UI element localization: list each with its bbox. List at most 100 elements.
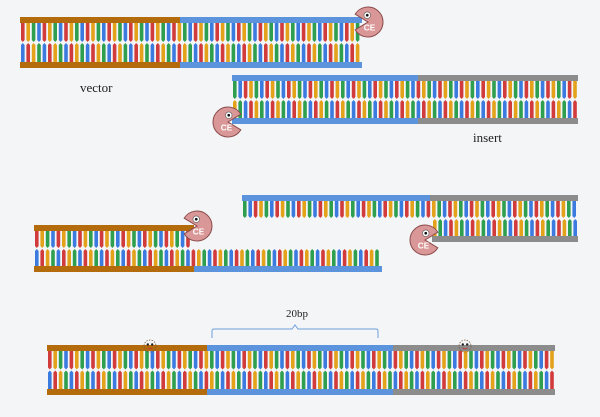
base-pair-tooth <box>351 100 356 118</box>
base-pair-tooth <box>177 23 182 42</box>
base-pair-tooth <box>242 43 246 62</box>
base-pair-tooth <box>437 201 441 218</box>
insert-bottom-strand-overlap <box>232 118 418 124</box>
base-pair-tooth <box>314 81 318 99</box>
base-pair-tooth <box>427 81 431 99</box>
base-pair-tooth <box>328 351 333 370</box>
base-pair-tooth <box>231 351 236 370</box>
pacman-enzyme-icon-2 <box>212 106 242 138</box>
base-pair-tooth <box>156 43 160 62</box>
base-pair-tooth <box>481 81 485 99</box>
base-pair-tooth <box>323 43 327 62</box>
base-pair-tooth <box>324 201 328 218</box>
base-pair-tooth <box>256 249 260 266</box>
base-pair-tooth <box>436 370 441 389</box>
base-pair-tooth <box>567 201 571 218</box>
base-pair-tooth <box>400 100 404 118</box>
base-pair-tooth <box>183 43 187 62</box>
base-pair-tooth <box>312 23 317 42</box>
base-pair-tooth <box>186 249 190 266</box>
base-pair-tooth <box>480 351 484 370</box>
base-pair-tooth <box>99 231 104 248</box>
base-pair-tooth <box>416 100 421 118</box>
base-pair-tooth <box>166 43 171 62</box>
base-pair-tooth <box>229 249 233 266</box>
base-pair-tooth <box>123 370 128 389</box>
base-pair-tooth <box>436 351 441 370</box>
base-pair-tooth <box>75 43 79 62</box>
base-pair-tooth <box>420 351 425 370</box>
base-pair-tooth <box>334 23 338 42</box>
vector-top-bases <box>21 23 360 42</box>
base-pair-tooth <box>204 43 209 62</box>
base-pair-tooth <box>148 231 152 248</box>
base-pair-tooth <box>530 100 534 118</box>
base-pair-tooth <box>240 249 244 266</box>
base-pair-tooth <box>258 351 263 370</box>
base-pair-tooth <box>85 351 90 370</box>
base-pair-tooth <box>377 370 381 389</box>
base-pair-tooth <box>517 370 522 389</box>
base-pair-tooth <box>470 100 475 118</box>
base-pair-tooth <box>348 249 352 266</box>
base-pair-tooth <box>129 23 133 42</box>
base-pair-tooth <box>172 43 176 62</box>
base-pair-tooth <box>102 43 106 62</box>
base-pair-tooth <box>409 370 414 389</box>
base-pair-tooth <box>422 100 426 118</box>
base-pair-tooth <box>524 81 529 99</box>
base-pair-tooth <box>166 370 171 389</box>
base-pair-tooth <box>431 370 435 389</box>
base-pair-tooth <box>215 370 219 389</box>
base-pair-tooth <box>35 231 39 248</box>
base-pair-tooth <box>112 351 117 370</box>
base-pair-tooth <box>191 249 196 266</box>
base-pair-tooth <box>507 351 511 370</box>
base-pair-tooth <box>469 370 473 389</box>
base-pair-tooth <box>278 249 282 266</box>
base-pair-tooth <box>150 23 155 42</box>
base-pair-tooth <box>366 370 371 389</box>
pacman-enzyme-icon-2-text: CE <box>221 123 233 132</box>
base-pair-tooth <box>528 351 533 370</box>
base-pair-tooth <box>129 370 133 389</box>
base-pair-tooth <box>486 201 490 218</box>
base-pair-tooth <box>177 370 182 389</box>
overlap-20bp-label: 20bp <box>286 308 308 320</box>
base-pair-tooth <box>37 43 41 62</box>
base-pair-tooth <box>313 201 317 218</box>
base-pair-tooth <box>188 43 192 62</box>
base-pair-tooth <box>388 201 393 218</box>
base-pair-tooth <box>48 370 52 389</box>
base-pair-tooth <box>283 249 287 266</box>
base-pair-tooth <box>231 43 236 62</box>
base-pair-tooth <box>351 81 356 99</box>
base-pair-tooth <box>550 370 554 389</box>
base-pair-tooth <box>150 43 155 62</box>
base-pair-tooth <box>96 23 101 42</box>
base-pair-tooth <box>357 100 361 118</box>
base-pair-tooth <box>172 351 176 370</box>
pacman-enzyme-icon-1-text: CE <box>364 23 376 32</box>
insert-label: insert <box>473 130 502 145</box>
base-pair-tooth <box>267 249 271 266</box>
base-pair-tooth <box>361 370 365 389</box>
base-pair-tooth <box>481 100 485 118</box>
base-pair-tooth <box>166 351 171 370</box>
base-pair-tooth <box>253 370 257 389</box>
base-pair-tooth <box>226 370 230 389</box>
base-pair-tooth <box>275 201 279 218</box>
base-pair-tooth <box>210 370 214 389</box>
base-pair-tooth <box>485 370 489 389</box>
base-pair-tooth <box>426 370 430 389</box>
base-pair-tooth <box>490 351 495 370</box>
base-pair-tooth <box>469 351 473 370</box>
base-pair-tooth <box>213 249 217 266</box>
base-pair-tooth <box>345 23 349 42</box>
base-pair-tooth <box>123 43 128 62</box>
base-pair-tooth <box>121 249 125 266</box>
base-pair-tooth <box>215 43 219 62</box>
base-pair-tooth <box>383 201 387 218</box>
base-pair-tooth <box>372 201 377 218</box>
